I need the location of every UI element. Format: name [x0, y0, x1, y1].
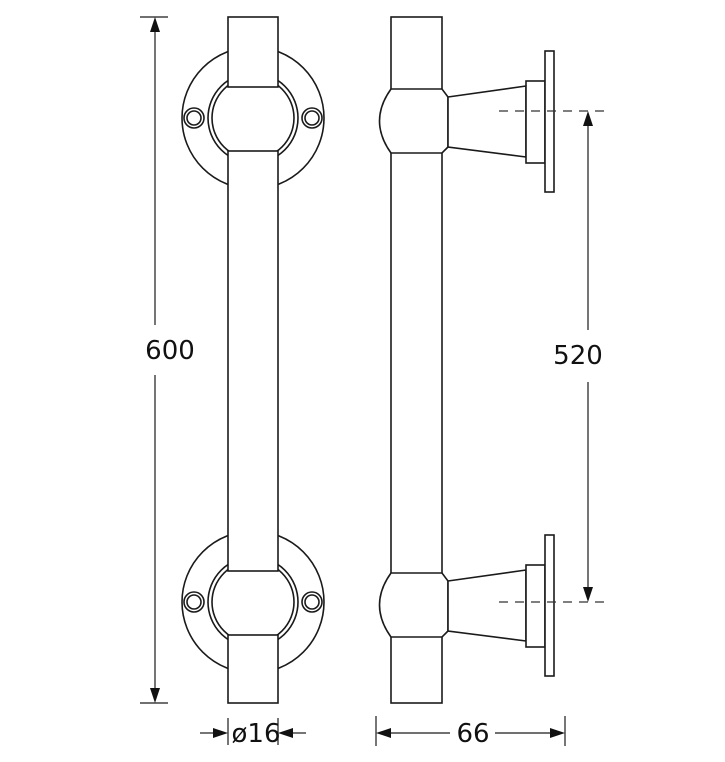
dim-label-520: 520 — [553, 341, 603, 371]
top-rosette — [181, 46, 325, 190]
rod-bottom — [227, 634, 279, 704]
dim-label-66: 66 — [456, 719, 489, 749]
dim-center-distance: 520 — [553, 111, 603, 602]
dim-label-diameter: ø16 — [232, 719, 281, 749]
bottom-mount — [378, 534, 555, 677]
dim-overall-length: 600 — [140, 16, 195, 704]
dim-projection: 66 — [375, 716, 566, 749]
front-view — [181, 16, 325, 704]
dim-diameter: ø16 — [200, 718, 306, 749]
rod-middle — [227, 150, 279, 572]
rod-top — [227, 16, 279, 88]
bottom-rosette — [181, 530, 325, 674]
dim-label-600: 600 — [145, 336, 195, 366]
top-mount — [378, 50, 555, 193]
side-view — [378, 16, 604, 704]
